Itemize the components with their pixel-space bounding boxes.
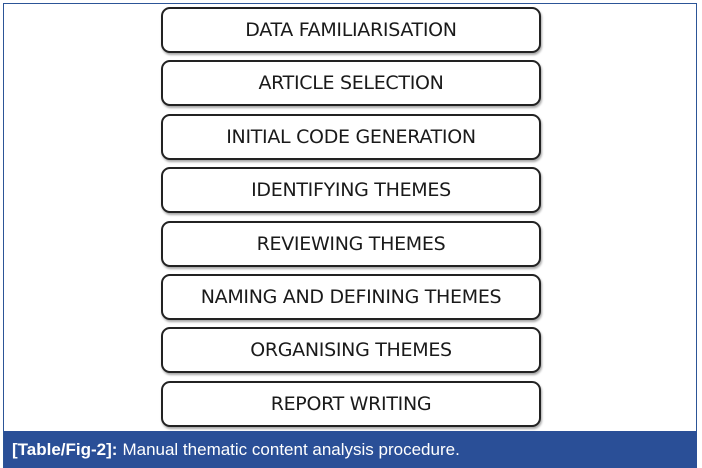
- step-article-selection: ARTICLE SELECTION: [161, 60, 541, 106]
- step-organising-themes: ORGANISING THEMES: [161, 327, 541, 373]
- caption-text: Manual thematic content analysis procedu…: [122, 439, 460, 459]
- step-initial-code-generation: INITIAL CODE GENERATION: [161, 114, 541, 160]
- step-reviewing-themes: REVIEWING THEMES: [161, 221, 541, 267]
- step-data-familiarisation: DATA FAMILIARISATION: [161, 7, 541, 53]
- step-naming-defining-themes: NAMING AND DEFINING THEMES: [161, 274, 541, 320]
- caption-label: [Table/Fig-2]:: [12, 439, 118, 459]
- figure-frame: [3, 3, 697, 468]
- step-report-writing: REPORT WRITING: [161, 381, 541, 427]
- figure-caption: [Table/Fig-2]: Manual thematic content a…: [4, 431, 697, 468]
- step-identifying-themes: IDENTIFYING THEMES: [161, 167, 541, 213]
